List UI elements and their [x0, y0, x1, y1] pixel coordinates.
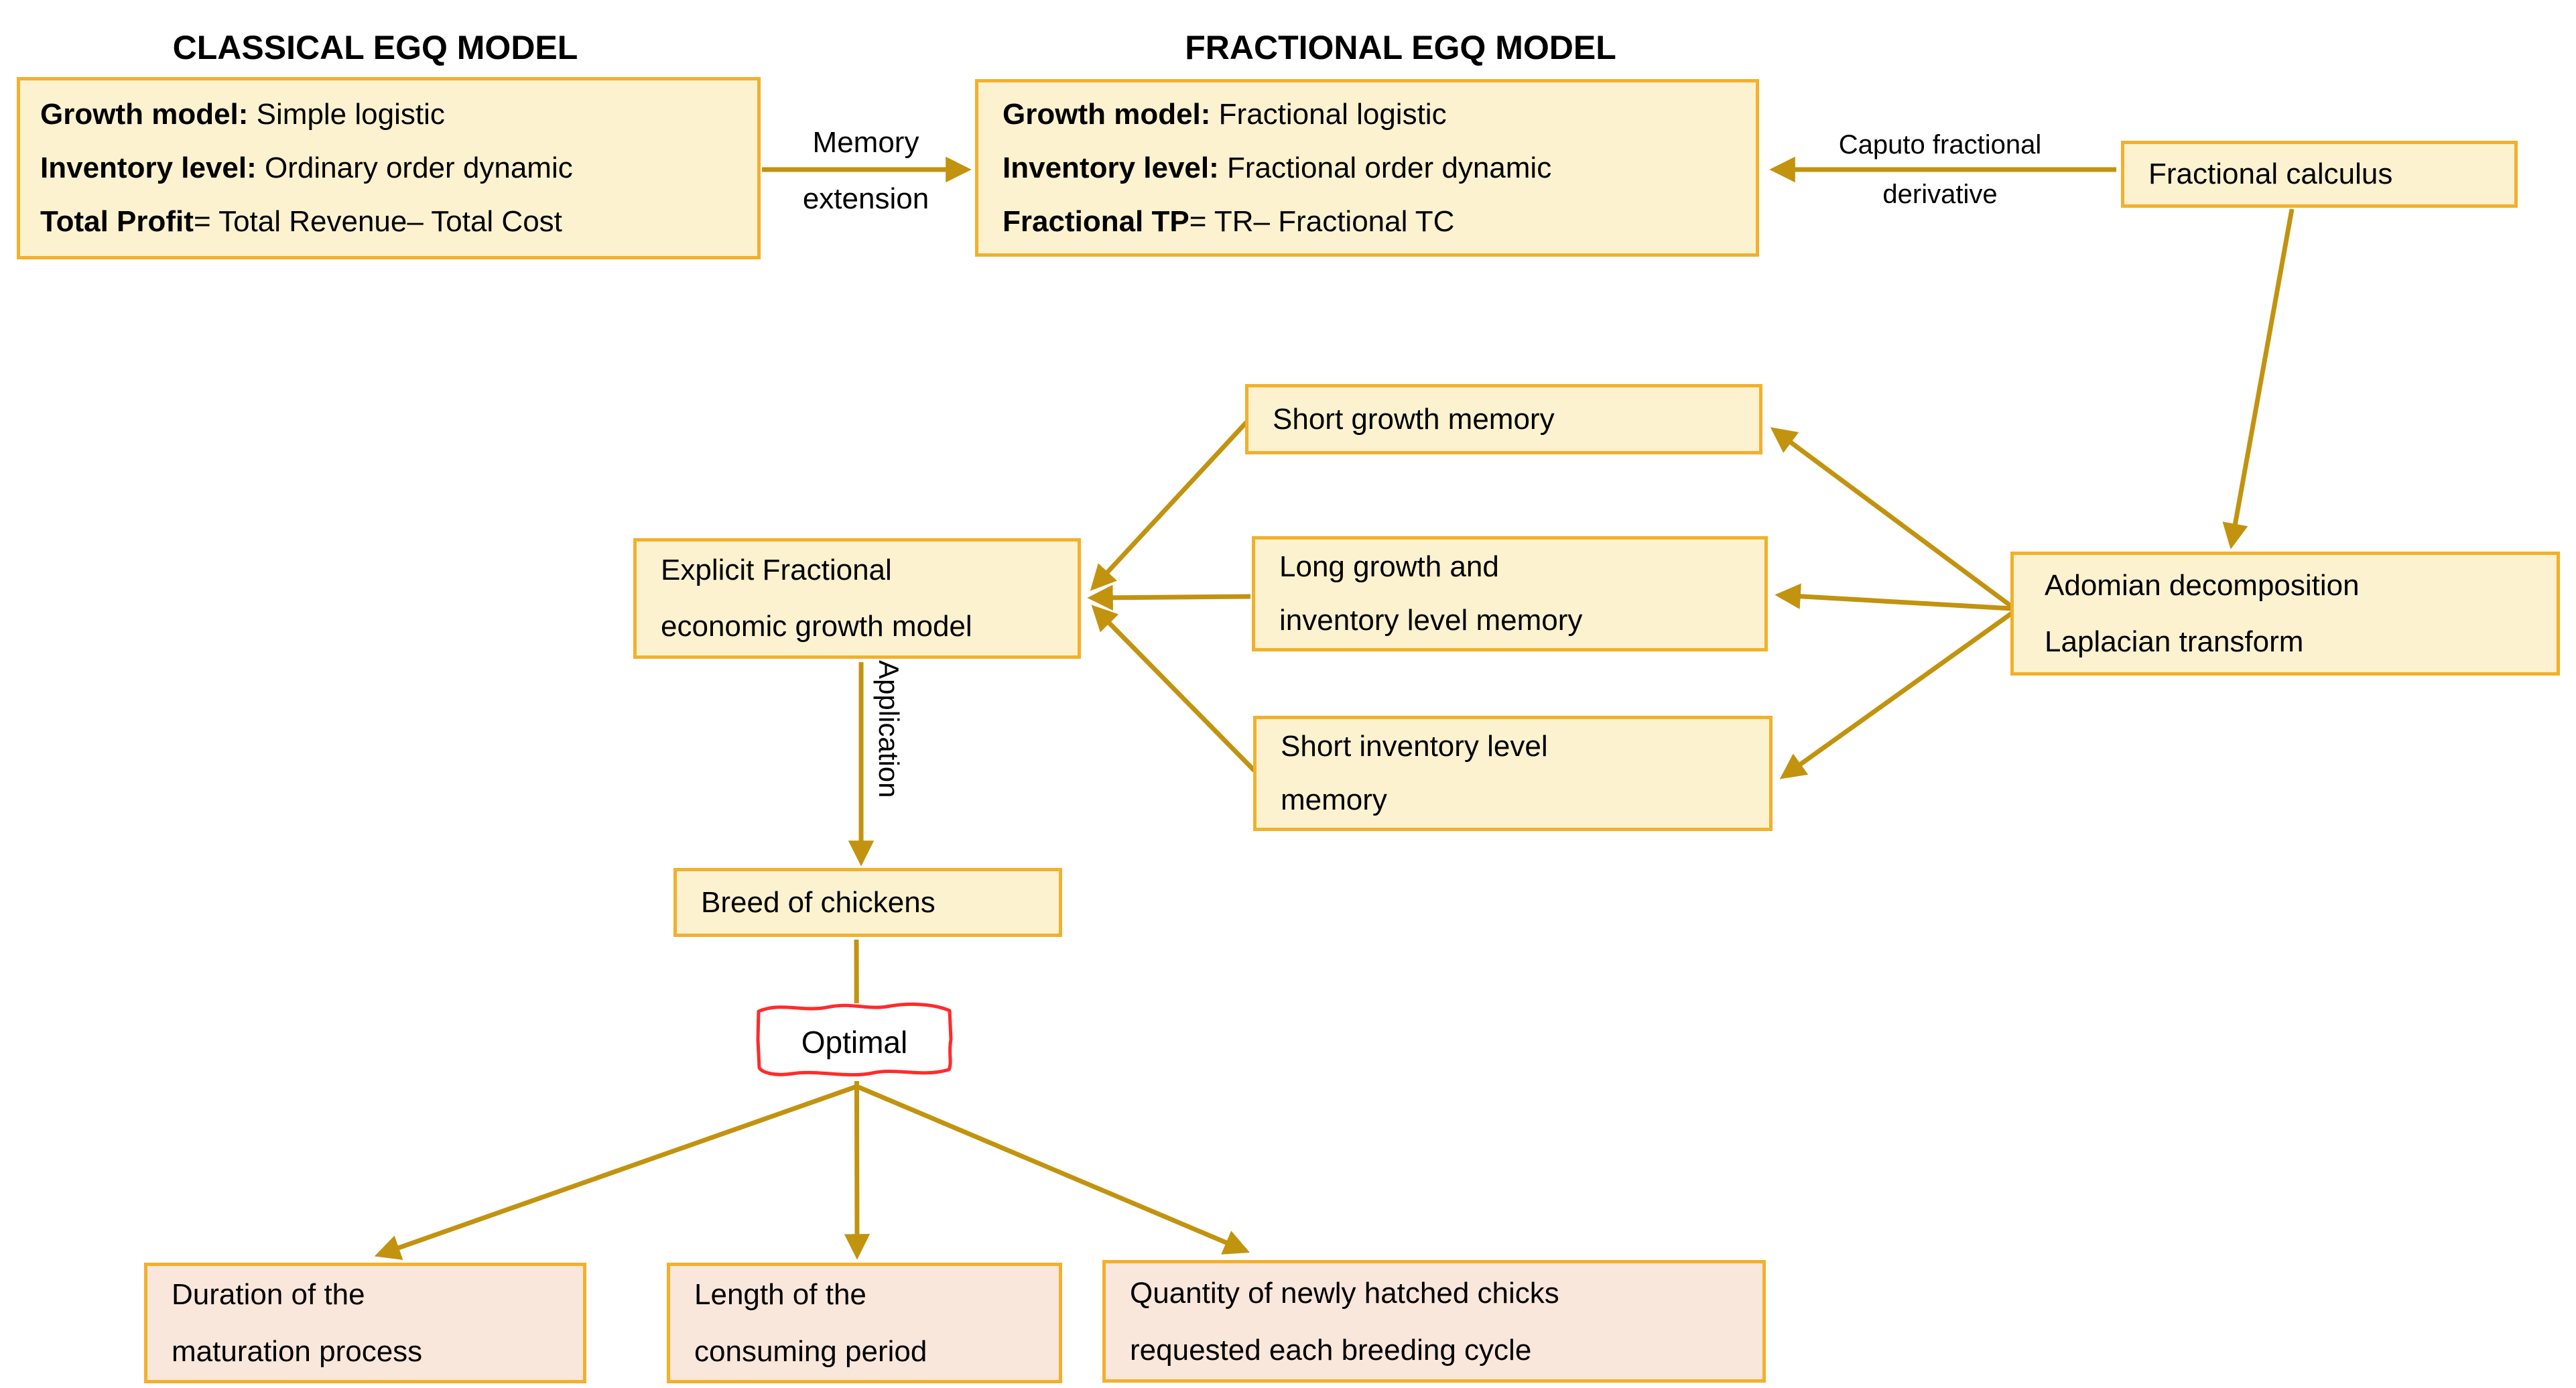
box-classical-egq-model: Growth model: Simple logistic Inventory … [17, 77, 761, 259]
box-short-growth-memory: Short growth memory [1245, 384, 1762, 454]
box-explicit-fractional-model: Explicit Fractional economic growth mode… [633, 538, 1081, 659]
arrow-adomian-to-short-growth [1770, 427, 2014, 609]
short-inventory-line2: memory [1281, 783, 1387, 816]
arrow-breed-to-optimal-to-length [844, 939, 871, 1260]
fractional-calculus-label: Fractional calculus [2148, 157, 2393, 190]
box-length-consuming-period: Length of the consuming period [667, 1263, 1062, 1383]
quantity-line1: Quantity of newly hatched chicks [1130, 1276, 1559, 1310]
box-duration-maturation: Duration of the maturation process [144, 1263, 586, 1383]
heading-fractional-egq-model: FRACTIONAL EGQ MODEL [1185, 29, 1616, 66]
box-adomian-laplacian: Adomian decomposition Laplacian transfor… [2010, 552, 2560, 676]
arrow-adomian-to-long-growth [1775, 583, 2012, 611]
label-extension: extension [802, 182, 929, 215]
label-derivative: derivative [1882, 180, 1998, 209]
arrow-optimal-to-quantity [857, 1084, 1250, 1255]
explicit-line1: Explicit Fractional [661, 554, 892, 586]
arrow-short-inventory-to-explicit [1091, 605, 1257, 773]
classical-line-inventory-level: Inventory level: Ordinary order dynamic [40, 151, 573, 184]
box-fractional-calculus: Fractional calculus [2121, 141, 2518, 208]
fractional-line-inventory-level: Inventory level: Fractional order dynami… [1003, 151, 1552, 184]
classical-line-growth-model: Growth model: Simple logistic [40, 98, 445, 131]
breed-of-chickens-label: Breed of chickens [701, 885, 936, 919]
adomian-line2: Laplacian transform [2045, 625, 2304, 658]
fractional-line-fractional-tp: Fractional TP= TR– Fractional TC [1003, 204, 1455, 238]
label-memory: Memory [812, 126, 919, 159]
duration-line1: Duration of the [172, 1278, 365, 1311]
label-application: Application [873, 660, 905, 798]
arrow-long-growth-to-explicit [1087, 584, 1251, 611]
arrow-adomian-to-short-inventory [1779, 611, 2014, 779]
optimal-label: Optimal [801, 1025, 908, 1060]
duration-line2: maturation process [172, 1335, 423, 1368]
short-growth-memory-label: Short growth memory [1273, 402, 1555, 436]
long-growth-line1: Long growth and [1279, 550, 1499, 583]
short-inventory-line1: Short inventory level [1281, 730, 1548, 763]
heading-classical-egq-model: CLASSICAL EGQ MODEL [172, 29, 578, 66]
box-long-growth-inventory-memory: Long growth and inventory level memory [1252, 536, 1768, 651]
box-breed-of-chickens: Breed of chickens [673, 868, 1062, 937]
box-fractional-egq-model: Growth model: Fractional logistic Invent… [975, 79, 1759, 257]
arrow-calculus-to-adomian [2222, 208, 2295, 550]
box-quantity-chicks: Quantity of newly hatched chicks request… [1102, 1260, 1766, 1383]
arrow-short-growth-to-explicit [1090, 420, 1248, 591]
adomian-line1: Adomian decomposition [2045, 568, 2360, 602]
arrow-optimal-to-duration [374, 1084, 856, 1260]
explicit-line2: economic growth model [661, 610, 972, 643]
box-short-inventory-memory: Short inventory level memory [1253, 716, 1773, 831]
long-growth-line2: inventory level memory [1279, 604, 1583, 637]
classical-line-total-profit: Total Profit= Total Revenue– Total Cost [40, 205, 562, 238]
quantity-line2: requested each breeding cycle [1130, 1333, 1532, 1367]
fractional-line-growth-model: Growth model: Fractional logistic [1003, 97, 1447, 131]
box-optimal: Optimal [756, 1002, 953, 1081]
length-line2: consuming period [694, 1335, 927, 1368]
length-line1: Length of the [694, 1278, 866, 1311]
label-caputo-fractional: Caputo fractional [1838, 130, 2042, 160]
